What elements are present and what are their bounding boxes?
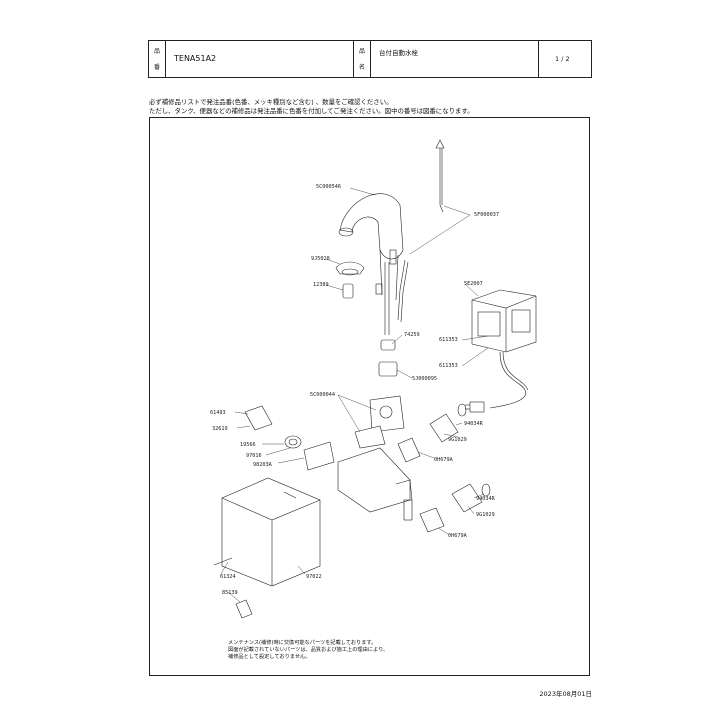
ordering-notes: 必ず補修品リストで発注品番(色番、メッキ種別など含む) 、数量をご確認ください。…: [149, 98, 474, 116]
part-number: TENA51A2: [174, 54, 217, 63]
washer: [342, 283, 354, 299]
drawing-frame: [149, 117, 590, 676]
part-labels: 5C000546 5F000037 9J5028 12389 5E2007 74…: [210, 184, 499, 596]
product-name-cell: 台付自動水栓: [371, 41, 539, 77]
label-p4: 12389: [313, 282, 329, 288]
screw: [213, 557, 233, 566]
hin-mei-label-cell: 品 名: [354, 41, 371, 77]
note-line-1: 必ず補修品リストで発注品番(色番、メッキ種別など含む) 、数量をご確認ください。: [149, 98, 393, 106]
label-p19: 94034R: [476, 496, 496, 502]
page-cell: 1 / 2: [539, 41, 591, 77]
label-p5: 5E2007: [464, 281, 483, 287]
label-p10: 5C000044: [310, 392, 335, 398]
label-p2: 5F000037: [474, 212, 499, 218]
label-ban: 番: [154, 64, 161, 71]
label-p22: 61324: [220, 574, 236, 580]
footnote-line-3: 補修品として設定しておりません。: [228, 654, 311, 660]
label-p1: 5C000546: [316, 184, 341, 190]
valve-stack: [354, 339, 405, 449]
maintenance-footnote: メンテナンス(補修)時に交換可能なパーツを記載しております。 図面が記載されてい…: [228, 640, 388, 661]
note-line-2: ただし、タンク、便器などの補修品は発注品番に色番を付加してご発注ください。図中の…: [149, 107, 474, 115]
product-name: 台付自動水栓: [379, 49, 418, 57]
bracket: [235, 599, 253, 619]
controller-box: [471, 289, 537, 353]
footnote-line-2: 図面が記載されていないパーツは、品質および施工上の理由により、: [228, 647, 389, 653]
page-indicator: 1 / 2: [555, 55, 570, 63]
label-p14: 97016: [246, 453, 262, 459]
label-p23: 97022: [306, 574, 322, 580]
label-hin: 品: [154, 48, 161, 55]
label-p16: 9G1029: [448, 437, 467, 443]
label-p20: 9G1029: [476, 512, 495, 518]
sensor-rod: [435, 139, 445, 213]
label-mei: 名: [359, 64, 366, 71]
label-p11: 61493: [210, 410, 226, 416]
label-p17: 98203A: [253, 462, 273, 468]
leader-lines: [220, 187, 489, 603]
title-block: 品 番 TENA51A2 品 名 台付自動水栓 1 / 2: [148, 40, 592, 78]
label-p24: 85139: [222, 590, 238, 596]
supply-hose: [375, 259, 409, 335]
label-p8: 611353: [439, 363, 458, 369]
hin-ban-label-cell: 品 番: [149, 41, 166, 77]
spout-body: [338, 193, 404, 301]
right-inlet-upper: [397, 403, 467, 463]
label-hin-2: 品: [359, 48, 366, 55]
label-p18: 0H679A: [434, 457, 454, 463]
label-p3: 9J5028: [311, 256, 330, 262]
right-inlet-lower: [419, 483, 491, 533]
left-inlet-parts: [244, 405, 335, 471]
issue-date: 2023年08月01日: [539, 690, 592, 698]
part-number-cell: TENA51A2: [166, 41, 354, 77]
label-p9: 5J000095: [412, 376, 437, 382]
mounting-nut: [335, 261, 365, 276]
footnote-line-1: メンテナンス(補修)時に交換可能なパーツを記載しております。: [228, 640, 377, 646]
label-p7: 611353: [439, 337, 458, 343]
label-p15: 94034R: [464, 421, 484, 427]
power-cable: [465, 351, 529, 413]
label-p21: 0H679A: [448, 533, 468, 539]
label-p6: 74259: [404, 332, 420, 338]
label-p12: 32619: [212, 426, 228, 432]
label-p13: 19566: [240, 442, 256, 448]
manifold-body: [337, 447, 413, 521]
cover-box: [221, 477, 321, 587]
